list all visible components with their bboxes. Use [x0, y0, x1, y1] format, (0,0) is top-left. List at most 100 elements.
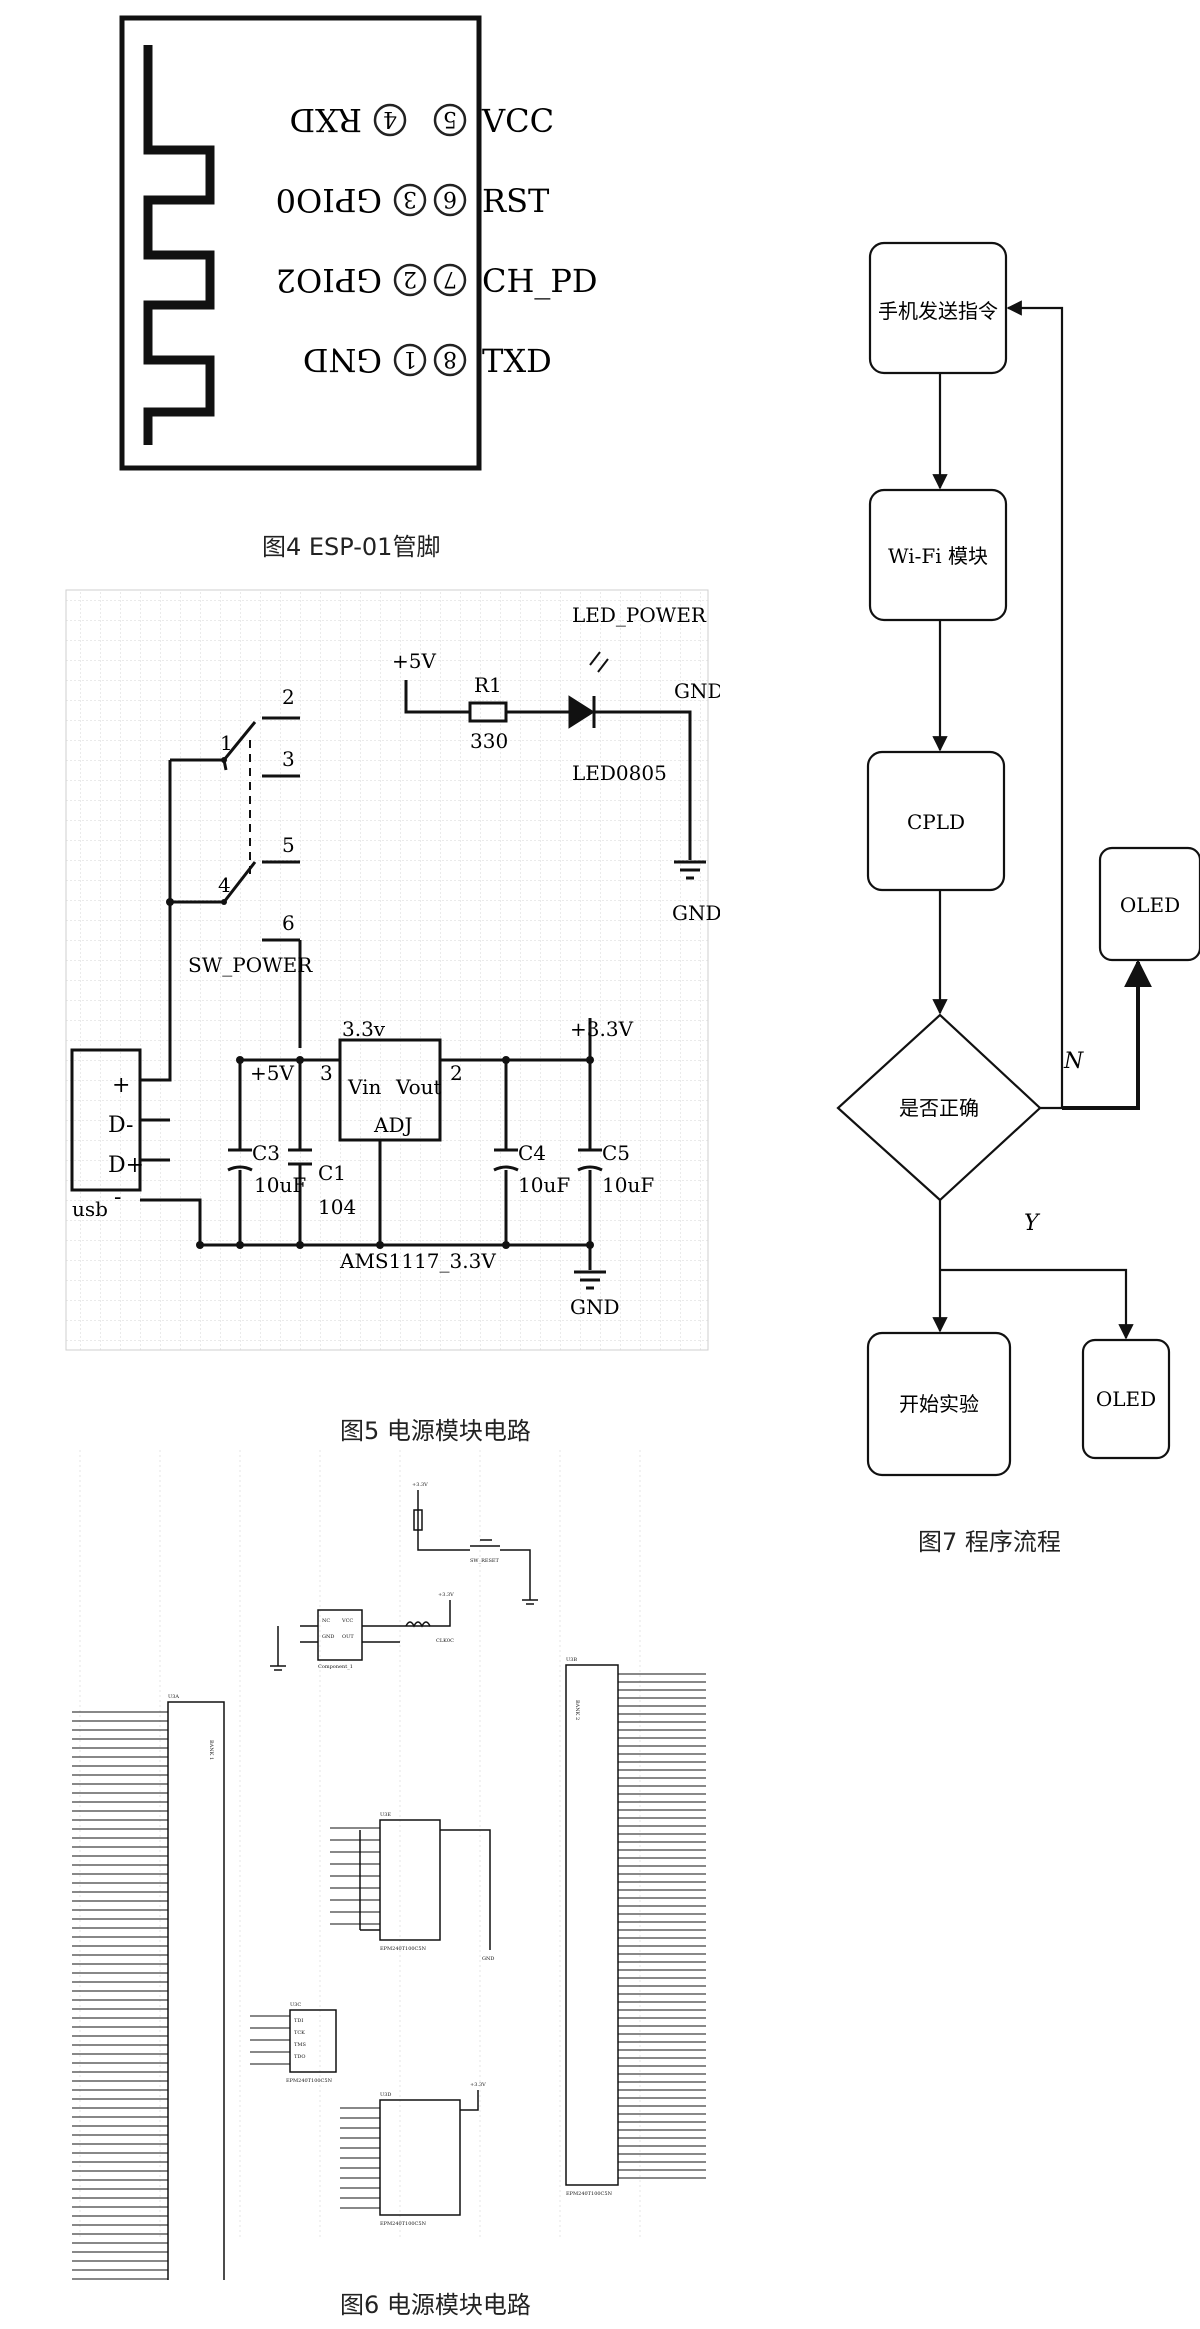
usb-pin-plus: +: [112, 1073, 130, 1098]
label-gnd-right: GND: [672, 901, 720, 925]
switch-pin-4: 4: [218, 873, 231, 897]
label-adj: ADJ: [373, 1113, 413, 1137]
esp01-module-outline: [119, 15, 482, 471]
pin-number: 6: [443, 186, 457, 211]
label-sw-power: SW_POWER: [188, 953, 313, 977]
label-led-power: LED_POWER: [572, 603, 707, 627]
pin-label: VCC: [481, 102, 554, 140]
flow-box-wifi: [868, 488, 1008, 622]
label-c5: C5: [602, 1141, 630, 1165]
label-reg-part: AMS1117_3.3V: [339, 1249, 496, 1273]
label-vcc-osc: +3.3V: [438, 1592, 454, 1598]
fig6-caption: 图6 电源模块电路: [340, 2291, 531, 2319]
led-power: [568, 695, 595, 729]
jtag-tdi: TDI: [294, 2018, 303, 2024]
pin-label: TXD: [482, 342, 552, 380]
label-c3-value: 10uF: [254, 1173, 306, 1197]
jtag-tms: TMS: [294, 2042, 306, 2048]
flow-label-y: Y: [1024, 1211, 1041, 1236]
usb-pin-dplus: D+: [108, 1153, 144, 1178]
label-bank2: BANK 2: [574, 1700, 580, 1720]
pin-right-8: 8 TXD: [433, 342, 552, 380]
label-plus5v-reg: +5V: [250, 1061, 294, 1085]
flow-box-send-command: [868, 241, 1008, 375]
pin-number: 3: [403, 186, 417, 211]
label-gnd-u3e: GND: [482, 1956, 494, 1962]
label-c3: C3: [252, 1141, 280, 1165]
label-usb: usb: [72, 1197, 108, 1221]
label-u3a: U3A: [168, 1694, 179, 1700]
pin-left-3: 3 GPIO0: [276, 181, 427, 219]
osc-pin-nc: NC: [322, 1618, 330, 1624]
jtag-tck: TCK: [294, 2030, 305, 2036]
flow-text-wifi: Wi-Fi 模块: [888, 544, 988, 568]
label-vcc-u3d: +3.3V: [470, 2082, 486, 2088]
u3c-block: [289, 2009, 337, 2073]
fig4-caption: 图4 ESP-01管脚: [262, 533, 441, 561]
u3e-block: [379, 1819, 441, 1941]
flow-box-start: [866, 1331, 1012, 1477]
flow-text-send-command: 手机发送指令: [878, 299, 998, 323]
switch-pin-3: 3: [282, 747, 295, 771]
cpld-schematic: +3.3V SW_RESET +3.3V NC GND VCC OUT Comp…: [72, 1450, 706, 2280]
label-plus33v: +3.3V: [570, 1017, 634, 1041]
label-chip-u3b: EPM240T100C5N: [566, 2191, 613, 2197]
power-module-schematic: LED_POWER +5V R1 330 LED0805 GND GND 1 2…: [65, 589, 720, 1351]
pin-left-4: 4 RXD: [289, 101, 407, 139]
osc-pin-vcc: VCC: [341, 1618, 353, 1624]
label-u3b: U3B: [566, 1657, 577, 1663]
osc-pin-gnd: GND: [322, 1634, 334, 1640]
pin-label: GND: [303, 341, 382, 379]
osc-pin-out: OUT: [342, 1634, 354, 1640]
label-chip-u3d: EPM240T100C5N: [380, 2221, 427, 2227]
u3d-block: [379, 2099, 461, 2216]
label-led-part: LED0805: [572, 761, 667, 785]
label-gnd-bottom: GND: [570, 1295, 620, 1319]
fig7-caption: 图7 程序流程: [918, 1528, 1061, 1556]
pin-right-5: 5 VCC: [433, 102, 554, 140]
label-c4-value: 10uF: [518, 1173, 570, 1197]
label-c1-value: 104: [318, 1195, 356, 1219]
label-reg-voltage: 3.3v: [342, 1017, 386, 1041]
program-flowchart: 手机发送指令 Wi-Fi 模块 CPLD 是否正确 OLED 开始实验 OLED…: [836, 241, 1200, 1477]
pin-label: GPIO0: [276, 181, 382, 219]
usb-pin-dminus: D-: [108, 1113, 133, 1138]
label-gnd-led: GND: [674, 679, 720, 703]
flow-box-cpld: [866, 750, 1006, 892]
pin-number: 1: [403, 346, 417, 371]
label-r1: R1: [474, 673, 502, 697]
flow-text-oled-top: OLED: [1120, 893, 1180, 917]
fig5-caption: 图5 电源模块电路: [340, 1417, 531, 1445]
label-u3c: U3C: [290, 2002, 301, 2008]
pin-label: RST: [482, 182, 550, 220]
pin-label: CH_PD: [482, 262, 598, 300]
label-clk: CLK0C: [436, 1638, 454, 1644]
jtag-tdo: TDO: [294, 2054, 305, 2060]
pin-right-7: 7 CH_PD: [433, 262, 598, 300]
cpld-pin-stubs: [72, 1673, 706, 2280]
pin-number: 7: [443, 266, 457, 291]
label-sw-reset: SW_RESET: [470, 1558, 500, 1564]
regulator-ams1117: [338, 1038, 442, 1142]
flow-text-start: 开始实验: [899, 1392, 979, 1416]
flow-text-cpld: CPLD: [907, 810, 965, 834]
pin-number: 2: [403, 266, 417, 291]
flow-text-oled-bottom: OLED: [1096, 1387, 1156, 1411]
label-vcc-top: +3.3V: [412, 1482, 428, 1488]
u3a-bank1: [167, 1701, 225, 2280]
label-c4: C4: [518, 1141, 546, 1165]
pin-number: 4: [383, 106, 397, 131]
flow-box-oled-bottom: [1081, 1338, 1171, 1460]
usb-pin-minus: -: [114, 1185, 121, 1210]
label-r1-value: 330: [470, 729, 508, 753]
flow-label-n: N: [1063, 1049, 1084, 1074]
label-vin: Vin: [347, 1075, 381, 1099]
pin-number: 8: [443, 346, 457, 371]
flow-text-decision: 是否正确: [899, 1096, 979, 1120]
esp01-pinout-figure: 4 RXD 3 GPIO0 2 GPIO2 1 GND 5 VCC 6 RST …: [119, 15, 598, 471]
label-pin3: 3: [320, 1061, 333, 1085]
label-pin2: 2: [450, 1061, 463, 1085]
label-plus5v-top: +5V: [392, 649, 436, 673]
label-c5-value: 10uF: [602, 1173, 654, 1197]
label-component: Component_1: [318, 1664, 353, 1670]
